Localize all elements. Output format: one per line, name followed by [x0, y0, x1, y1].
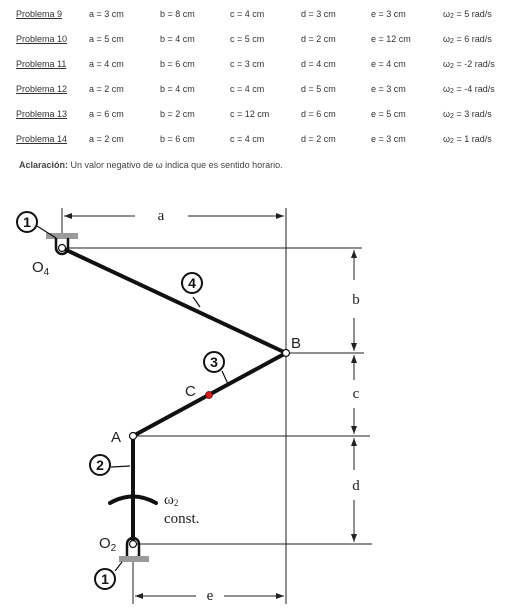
label-circle-1-bottom: [94, 568, 116, 590]
leader-3: [221, 370, 229, 385]
dim-d-arrow-top: [351, 438, 357, 446]
omega-2-label: ω2: [164, 492, 178, 508]
joint-o4: [57, 243, 67, 253]
point-o2-label: O2: [99, 535, 117, 554]
param-d: d = 6 cm: [301, 109, 336, 119]
dim-b-label: b: [352, 292, 360, 308]
param-e: e = 3 cm: [371, 84, 406, 94]
param-b: b = 4 cm: [160, 84, 195, 94]
leader-1-top: [36, 225, 57, 239]
param-d: d = 5 cm: [301, 84, 336, 94]
problem-row: Problema 12 a = 2 cm b = 4 cm c = 4 cm d = 5…: [0, 84, 517, 98]
param-d: d = 2 cm: [301, 134, 336, 144]
point-b-label: B: [291, 335, 301, 352]
param-e: e = 12 cm: [371, 34, 411, 44]
param-a: a = 2 cm: [89, 84, 124, 94]
omega-value: ω2 = -2 rad/s: [443, 59, 495, 70]
label-circle-3: [203, 351, 225, 373]
param-d: d = 3 cm: [301, 9, 336, 19]
param-e: e = 3 cm: [371, 9, 406, 19]
problem-link[interactable]: Problema 13: [16, 109, 68, 119]
param-e: e = 3 cm: [371, 134, 406, 144]
joint-b: [281, 348, 291, 358]
point-c-label: C: [185, 383, 196, 400]
link-3-number: 3: [210, 354, 218, 370]
dim-c-arrow-bottom: [351, 426, 357, 434]
problem-link[interactable]: Problema 9: [16, 9, 63, 19]
dim-e-label: e: [207, 588, 214, 604]
label-circle-2: [89, 454, 111, 476]
omega-arc: [108, 494, 158, 505]
problem-link[interactable]: Problema 11: [16, 59, 67, 69]
clarification-note: Aclaración: Un valor negativo de ω indic…: [19, 160, 283, 170]
param-e: e = 5 cm: [371, 109, 406, 119]
param-a: a = 3 cm: [89, 9, 124, 19]
param-c: c = 4 cm: [230, 84, 265, 94]
label-circle-1-top: [16, 211, 38, 233]
param-b: b = 4 cm: [160, 34, 195, 44]
dim-a-arrow-left: [64, 213, 72, 219]
leader-4: [192, 296, 201, 308]
param-c: c = 4 cm: [230, 134, 265, 144]
dim-e-arrow-left: [135, 593, 143, 599]
param-b: b = 8 cm: [160, 9, 195, 19]
param-b: b = 6 cm: [160, 59, 195, 69]
omega-value: ω2 = 1 rad/s: [443, 134, 492, 145]
omega-value: ω2 = 5 rad/s: [443, 9, 492, 20]
leader-2: [110, 465, 131, 468]
problem-row: Problema 13 a = 6 cm b = 2 cm c = 12 cm d = …: [0, 109, 517, 123]
dim-e-arrow-right: [276, 593, 284, 599]
dim-d-label: d: [352, 478, 360, 494]
joint-o2: [128, 539, 138, 549]
problem-row: Problema 14 a = 2 cm b = 6 cm c = 4 cm d = 2…: [0, 134, 517, 148]
param-c: c = 4 cm: [230, 9, 265, 19]
dim-a-arrow-right: [276, 213, 284, 219]
problem-row: Problema 10 a = 5 cm b = 4 cm c = 5 cm d = 2…: [0, 34, 517, 48]
link-2-number: 2: [96, 457, 104, 473]
ground-top: [46, 233, 78, 239]
link-4-number: 4: [188, 275, 196, 291]
omega-value: ω2 = 6 rad/s: [443, 34, 492, 45]
omega-value: ω2 = 3 rad/s: [443, 109, 492, 120]
problem-row: Problema 11 a = 4 cm b = 6 cm c = 3 cm d = 4…: [0, 59, 517, 73]
omega-const-label: const.: [164, 511, 199, 527]
link-4: [60, 246, 288, 355]
point-a-label: A: [111, 429, 121, 446]
param-c: c = 5 cm: [230, 34, 265, 44]
clarification-label: Aclaración:: [19, 160, 69, 170]
dim-b-arrow-top: [351, 250, 357, 258]
param-a: a = 4 cm: [89, 59, 124, 69]
dim-d-arrow-bottom: [351, 534, 357, 542]
dim-b-arrow-bottom: [351, 343, 357, 351]
clarification-text: Un valor negativo de ω indica que es sen…: [68, 160, 283, 170]
param-e: e = 4 cm: [371, 59, 406, 69]
point-c-marker: [205, 391, 213, 399]
leader-1-bottom: [114, 561, 123, 572]
param-d: d = 4 cm: [301, 59, 336, 69]
param-b: b = 6 cm: [160, 134, 195, 144]
param-a: a = 6 cm: [89, 109, 124, 119]
param-d: d = 2 cm: [301, 34, 336, 44]
problem-link[interactable]: Problema 10: [16, 34, 68, 44]
ground-bottom: [119, 556, 149, 562]
param-c: c = 3 cm: [230, 59, 265, 69]
joint-a: [128, 431, 138, 441]
problem-link[interactable]: Problema 14: [16, 134, 68, 144]
param-a: a = 5 cm: [89, 34, 124, 44]
dim-c-arrow-top: [351, 355, 357, 363]
omega-value: ω2 = -4 rad/s: [443, 84, 495, 95]
problem-link[interactable]: Problema 12: [16, 84, 68, 94]
dim-a-label: a: [158, 208, 165, 224]
link-1-top-number: 1: [23, 214, 31, 230]
dim-c-label: c: [353, 386, 360, 402]
problem-row: Problema 9 a = 3 cm b = 8 cm c = 4 cm d = 3 …: [0, 9, 517, 23]
param-a: a = 2 cm: [89, 134, 124, 144]
label-circle-4: [181, 272, 203, 294]
point-o4-label: O4: [32, 259, 50, 278]
link-1-bottom-number: 1: [101, 571, 109, 587]
param-c: c = 12 cm: [230, 109, 270, 119]
param-b: b = 2 cm: [160, 109, 195, 119]
